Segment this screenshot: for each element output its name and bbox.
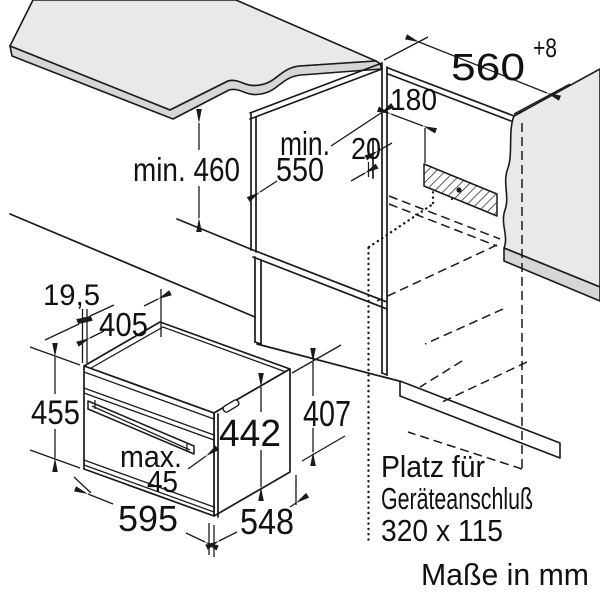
side-panel-base-band	[503, 247, 600, 302]
label-niche-depth-prefix: min.	[280, 125, 330, 162]
hidden-base-edge-2	[439, 361, 528, 404]
countertop-surface	[9, 0, 377, 111]
shelf-front-edge-1	[252, 249, 388, 303]
label-connection-gap: 20	[351, 131, 381, 166]
side-panel-surface	[502, 68, 600, 288]
dim-top-depth-left	[76, 330, 105, 347]
label-appliance-height: 455	[31, 394, 80, 432]
dim-overhang-right	[76, 304, 115, 325]
note-connection-line2: Geräteanschluß	[381, 481, 533, 516]
label-appliance-width: 595	[118, 498, 178, 539]
dim-door-gap-leader	[187, 445, 219, 470]
hidden-edges	[376, 123, 528, 470]
hidden-base-edge-4	[407, 431, 523, 470]
label-right-height: 407	[303, 393, 351, 434]
side-grip-recess	[222, 399, 240, 413]
label-connection-offset: 180	[390, 82, 437, 117]
label-niche-width: 560	[451, 47, 525, 89]
note-units: Maße in mm	[421, 557, 589, 592]
dim-niche-depth-upper	[330, 102, 395, 147]
hidden-backwall-bottom-2	[388, 203, 498, 247]
dim-niche-width	[404, 34, 562, 101]
oven-door-bottom-line-2	[83, 464, 215, 513]
shelf-front-edge-2	[252, 256, 388, 310]
left-leg-cap	[254, 341, 262, 345]
cabinet-front-bottom-line	[9, 213, 256, 318]
countertop-edge-band	[9, 45, 382, 120]
projection-diagonal-dotted	[367, 202, 435, 249]
dim-connection-offset	[376, 106, 438, 134]
hidden-base-edge-1	[424, 308, 504, 345]
dim-width-right	[185, 532, 219, 551]
dimension-labels: min. 460 min. 550 180 20 560 +8 19,5 405…	[31, 33, 557, 542]
dim-niche-width-ext-left	[383, 36, 429, 61]
hidden-floor-front	[376, 244, 498, 302]
hidden-backwall-bottom-1	[388, 195, 501, 240]
dim-width-ext-left	[73, 476, 92, 494]
dim-width-left	[73, 486, 114, 505]
oven-top-inner-edge	[90, 326, 287, 373]
oven-panel-line-1	[83, 371, 215, 420]
plinth-band	[399, 380, 561, 459]
oven-panel-line-2	[83, 387, 215, 436]
notes: Platz für Geräteanschluß 320 x 115 Maße …	[381, 449, 589, 592]
dim-gap-right-arrow	[364, 142, 393, 161]
dimension-lines	[29, 34, 571, 557]
cabinet	[9, 62, 561, 459]
side-panel-notch	[513, 110, 524, 117]
countertop	[9, 0, 382, 120]
dim-right-height-ext-top	[291, 344, 342, 374]
dim-niche-width-ext-right	[513, 83, 571, 115]
label-body-height: 442	[219, 413, 281, 455]
dim-depth-left	[205, 531, 238, 550]
connection-point-dot-small	[450, 197, 454, 201]
dim-depth-right	[289, 492, 310, 508]
dim-overhang-left	[44, 315, 93, 341]
handle-inner-line	[91, 405, 191, 451]
oven-door-bottom-line-1	[83, 459, 215, 508]
connection-area	[423, 163, 498, 217]
label-door-gap-prefix: max.	[120, 439, 182, 474]
dim-right-height-ext-bottom	[301, 435, 346, 462]
label-niche-height: min. 460	[133, 151, 240, 188]
dim-top-depth-right	[143, 290, 172, 307]
oven-panel-line-3	[83, 392, 215, 441]
cabinet-corner-cap	[381, 372, 388, 376]
label-body-depth: 548	[240, 501, 294, 542]
hidden-base-edge-3	[419, 360, 463, 388]
connection-point-dot	[456, 187, 462, 193]
dim-niche-depth-lower	[246, 180, 278, 202]
oven-front-face	[83, 365, 215, 517]
note-connection-line3: 320 x 115	[381, 513, 503, 548]
oven	[83, 321, 291, 518]
niche-ceiling-edge-2	[249, 68, 383, 120]
label-door-gap: 45	[147, 464, 178, 499]
cabinet-bottom-edge	[256, 343, 400, 382]
note-connection-line1: Platz für	[381, 449, 485, 484]
label-niche-depth: 550	[276, 151, 324, 188]
label-front-overhang: 19,5	[43, 279, 100, 312]
shelf-back-edge	[176, 218, 254, 251]
right-side-panel	[502, 68, 600, 302]
dim-gap-left-arrow	[350, 163, 379, 182]
label-top-depth: 405	[99, 306, 148, 343]
label-niche-width-tolerance: +8	[533, 33, 557, 63]
niche-ceiling-edge-1	[249, 62, 383, 114]
